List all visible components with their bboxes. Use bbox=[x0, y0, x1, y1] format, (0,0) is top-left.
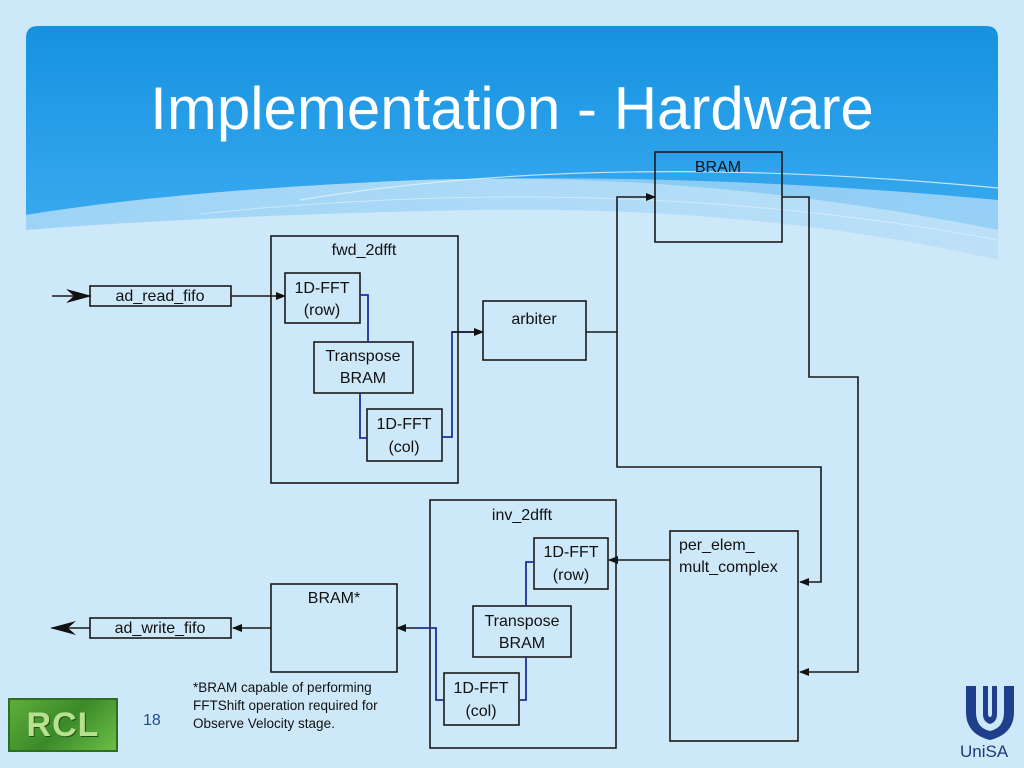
page-number: 18 bbox=[143, 712, 161, 729]
arbiter-to-bram-wire bbox=[586, 193, 656, 333]
per-elem-mult-block: per_elem_ mult_complex bbox=[669, 530, 799, 742]
bram-footnote: *BRAM capable of performing FFTShift ope… bbox=[193, 680, 378, 731]
ad-read-fifo-block: ad_read_fifo bbox=[89, 285, 232, 307]
fwd-transpose-line1: Transpose bbox=[326, 348, 401, 365]
inv-transpose-line1: Transpose bbox=[485, 613, 560, 630]
ad-write-fifo-block: ad_write_fifo bbox=[89, 617, 232, 639]
fwd-fft-row-line2: (row) bbox=[304, 302, 340, 319]
fwd-2dfft-block: fwd_2dfft 1D-FFT (row) Transpose BRAM 1D… bbox=[270, 235, 483, 484]
inv-row-to-transpose-wire bbox=[525, 561, 534, 606]
fwd-fft-col-line2: (col) bbox=[388, 439, 419, 456]
inv-2dfft-block: inv_2dfft 1D-FFT (row) Transpose BRAM 1D… bbox=[418, 499, 617, 749]
bram-to-mult-wire bbox=[782, 196, 859, 676]
fwd-fft-row-line1: 1D-FFT bbox=[294, 280, 349, 297]
inv-fft-row-line1: 1D-FFT bbox=[543, 544, 598, 561]
bram-star-block: BRAM* bbox=[270, 583, 398, 673]
fwd-2dfft-label: fwd_2dfft bbox=[332, 242, 397, 259]
inv-fft-col-line2: (col) bbox=[465, 703, 496, 720]
fwd-transpose-line2: BRAM bbox=[340, 370, 386, 387]
rcl-logo-icon: RCL bbox=[8, 698, 118, 752]
inv-fft-col-line1: 1D-FFT bbox=[453, 680, 508, 697]
per-elem-line1: per_elem_ bbox=[679, 537, 756, 554]
fwd-transpose-to-col-wire bbox=[359, 393, 367, 439]
fwd-row-to-transpose-wire bbox=[360, 294, 369, 342]
unisa-logo-icon bbox=[966, 686, 1014, 740]
inv-transpose-to-col-wire bbox=[519, 657, 527, 701]
bram-star-label: BRAM* bbox=[308, 590, 360, 607]
slide-title: Implementation - Hardware bbox=[150, 75, 874, 142]
ad-write-fifo-label: ad_write_fifo bbox=[115, 620, 206, 637]
inv-col-out-wire bbox=[418, 627, 444, 701]
inv-fft-row-line2: (row) bbox=[553, 567, 589, 584]
per-elem-line2: mult_complex bbox=[679, 559, 778, 576]
inv-2dfft-label: inv_2dfft bbox=[492, 507, 553, 524]
unisa-logo-text: UniSA bbox=[960, 742, 1009, 761]
bram-top-block: BRAM bbox=[654, 151, 783, 243]
arbiter-label: arbiter bbox=[511, 311, 557, 328]
ad-read-fifo-label: ad_read_fifo bbox=[116, 288, 205, 305]
arbiter-to-mult-wire bbox=[616, 332, 822, 586]
bram-top-label: BRAM bbox=[695, 159, 741, 176]
arbiter-block: arbiter bbox=[482, 300, 587, 361]
inv-transpose-line2: BRAM bbox=[499, 635, 545, 652]
fwd-col-out-wire bbox=[442, 331, 483, 438]
fwd-fft-col-line1: 1D-FFT bbox=[376, 416, 431, 433]
rcl-logo-text: RCL bbox=[26, 706, 100, 744]
